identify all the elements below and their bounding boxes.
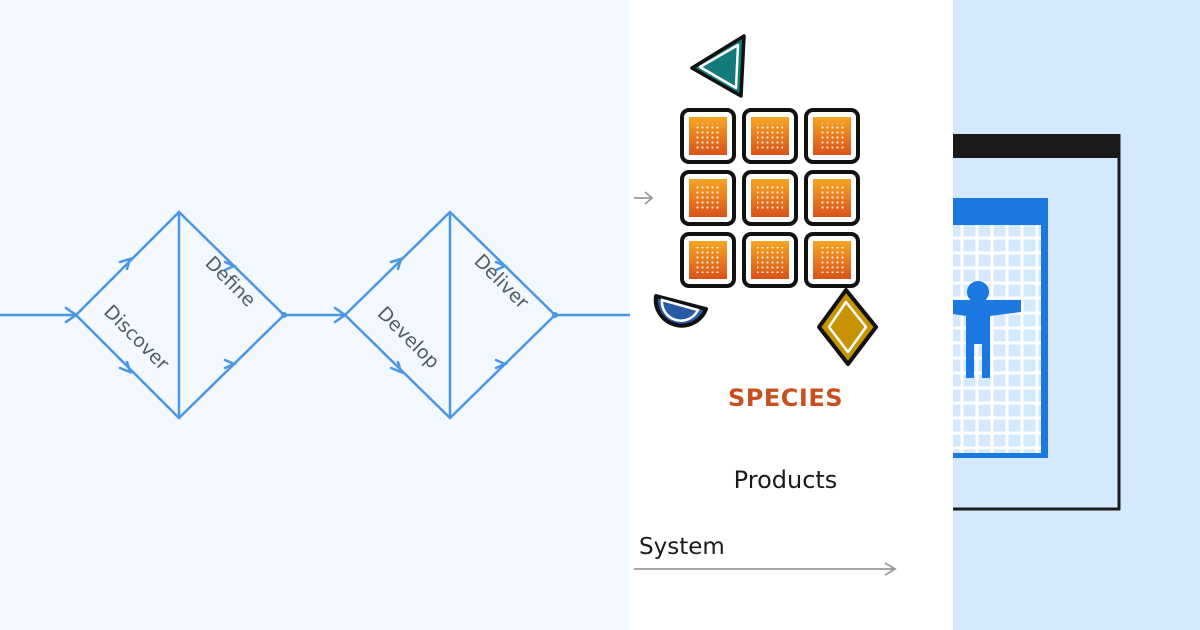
grid-square-dots	[695, 123, 721, 149]
junction-dot	[552, 312, 558, 318]
triangle-icon	[690, 34, 746, 98]
arrow-head-icon	[64, 306, 79, 324]
arrow-head-icon	[389, 360, 403, 375]
arrow-head-icon	[494, 358, 509, 370]
species-label: SPECIES	[728, 384, 843, 412]
grid-square-dots	[819, 247, 845, 273]
grid-square-dots	[695, 247, 721, 273]
grid-squares-icon	[680, 108, 860, 288]
person-icon	[953, 281, 1021, 378]
arrow-head-icon	[389, 257, 403, 271]
double-diamond-diagram: Discover Define Develop Deliver	[0, 210, 630, 420]
junction-dot	[281, 312, 287, 318]
grid-square-dots	[757, 247, 783, 273]
arrow-head-icon	[333, 306, 348, 324]
diamond-icon	[817, 288, 878, 366]
arrow-head-icon	[118, 360, 132, 375]
grid-square-dots	[819, 185, 845, 211]
products-label: Products	[733, 466, 838, 494]
grid-square-dots	[819, 123, 845, 149]
triangle-icon-inner	[698, 43, 740, 90]
arrow-head-icon	[494, 260, 509, 272]
arrow-head-icon	[223, 358, 238, 370]
grid-square-dots	[695, 185, 721, 211]
arrow-head-icon	[223, 260, 238, 272]
system-arrow-icon	[634, 562, 897, 576]
grid-square-dots	[757, 123, 783, 149]
arrow-icon	[634, 191, 654, 205]
system-label: System	[639, 534, 725, 560]
grid-square-dots	[757, 185, 783, 211]
semicircle-icon	[653, 294, 708, 328]
arrow-head-icon	[118, 257, 132, 271]
